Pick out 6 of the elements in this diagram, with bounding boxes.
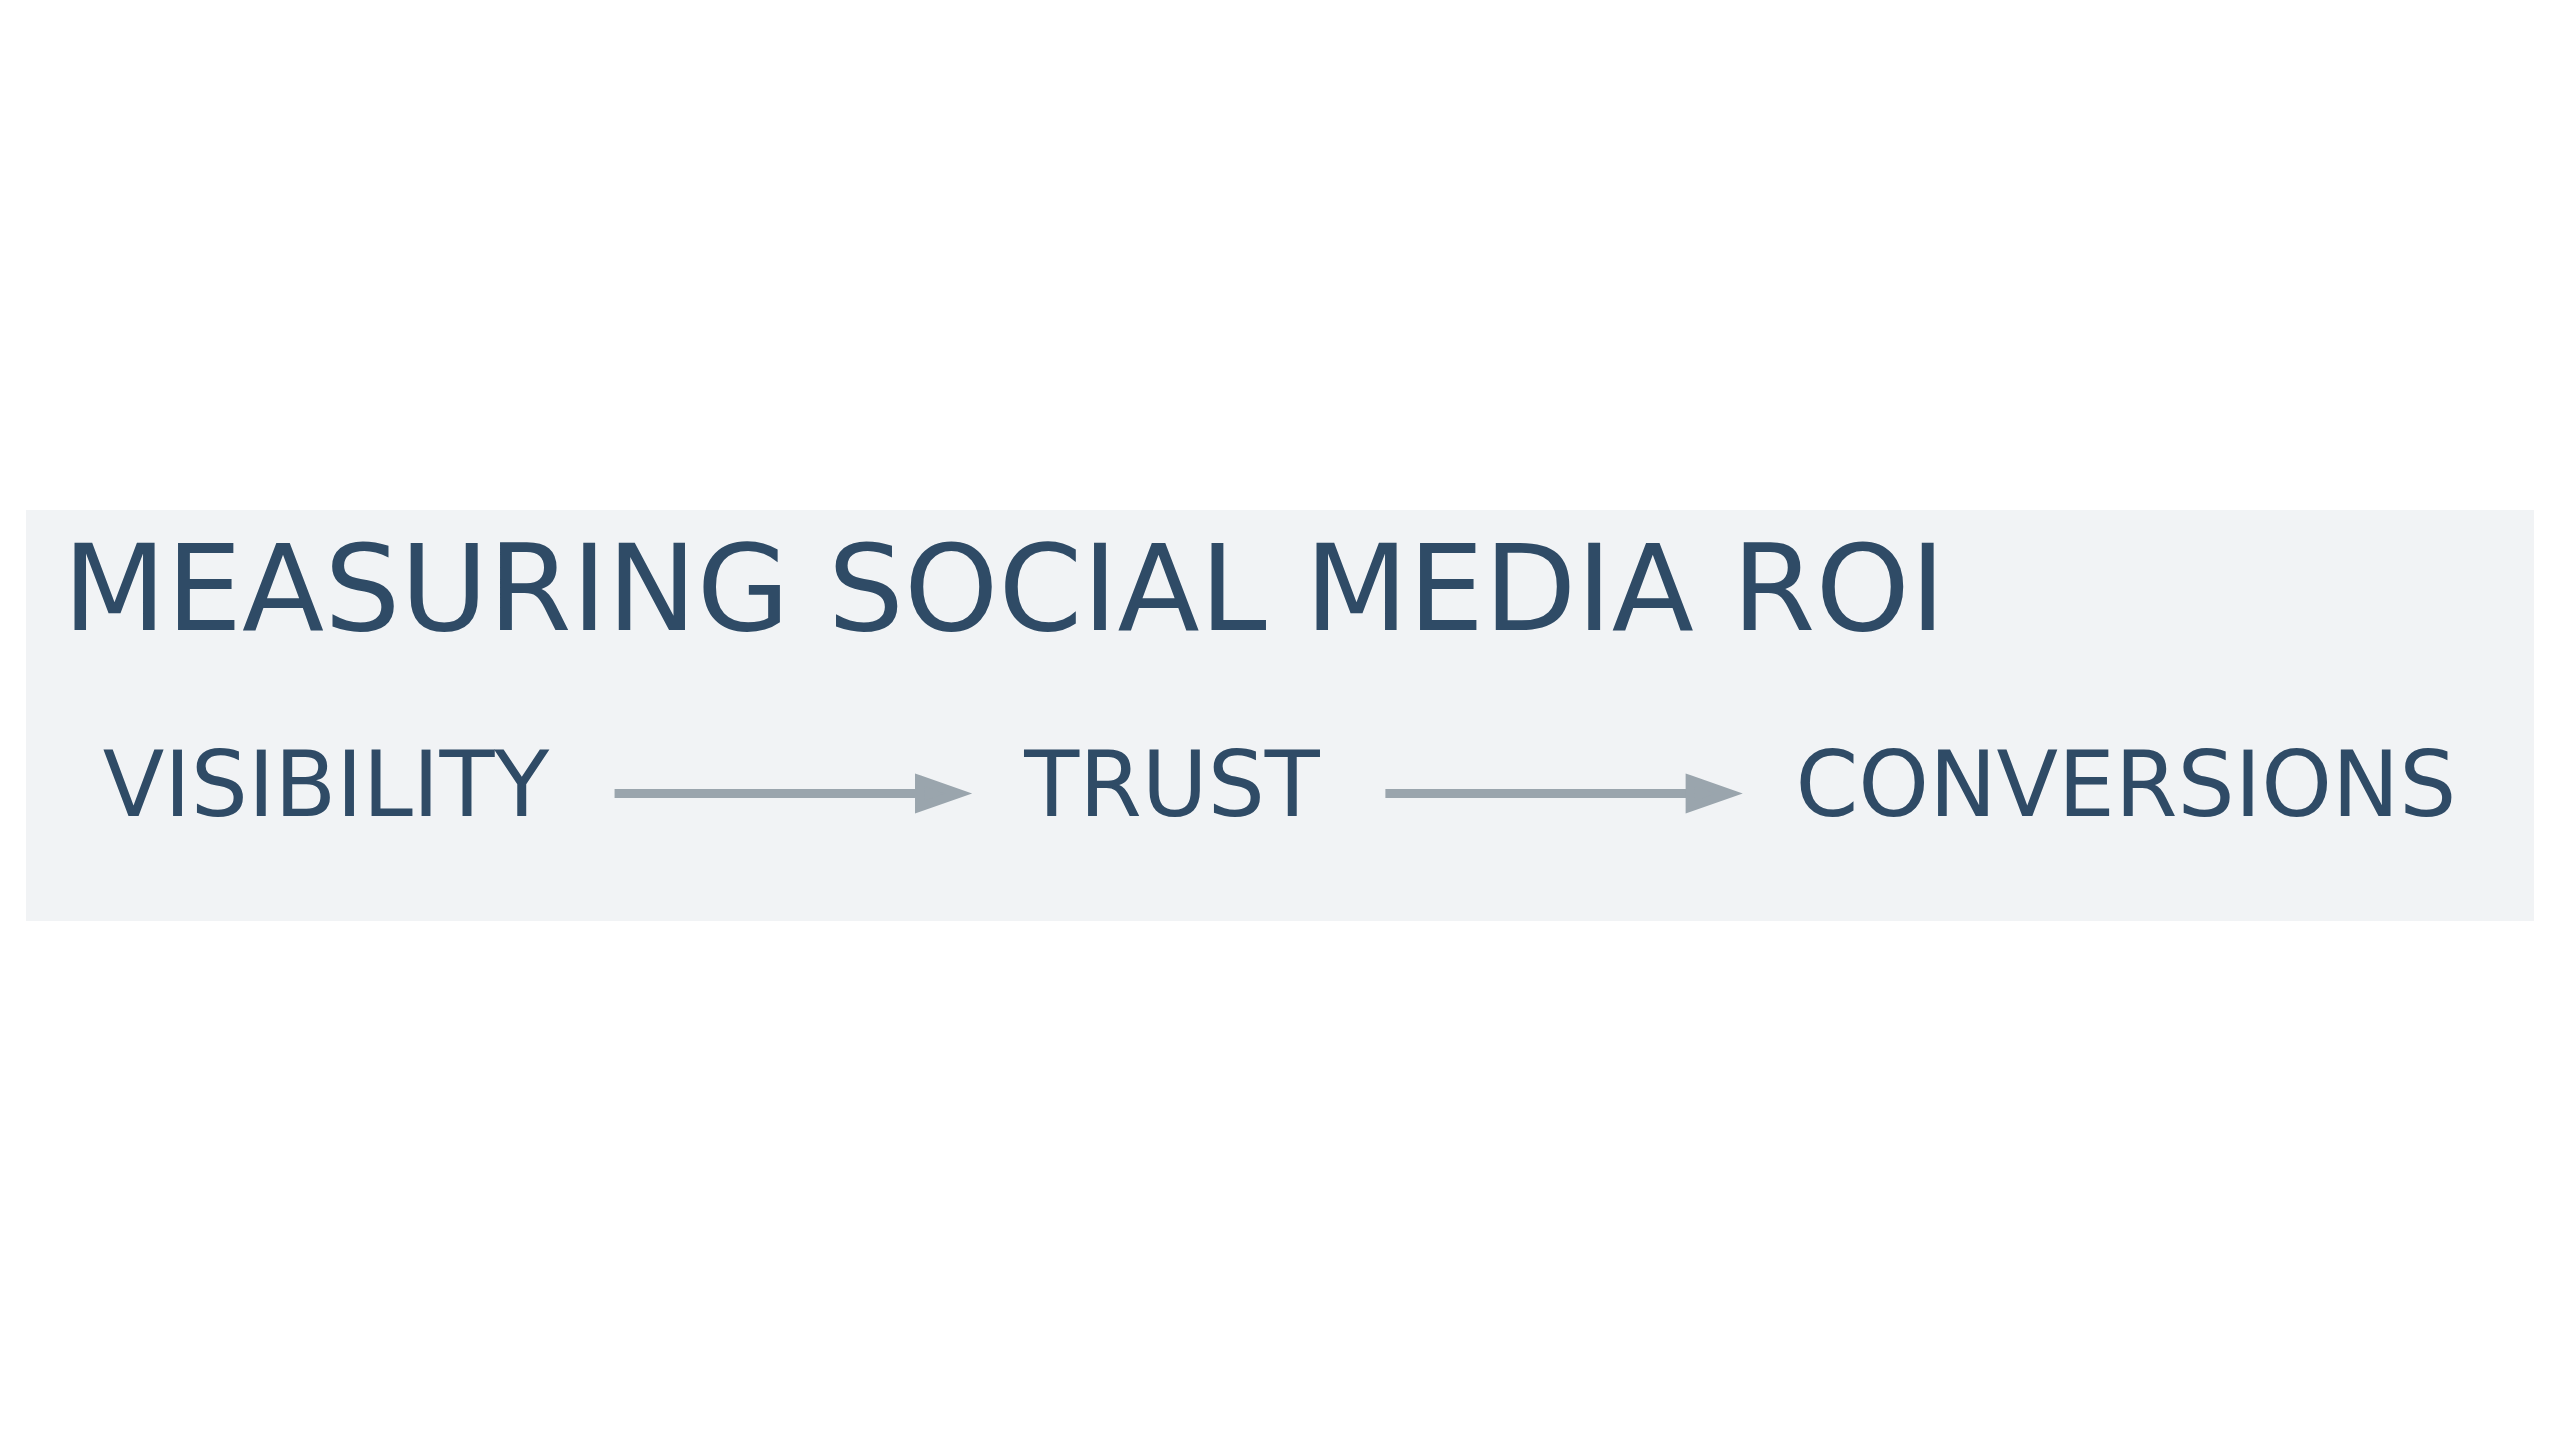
node-text: TRUST <box>1024 732 1320 837</box>
arrow <box>1385 773 1743 814</box>
diagram-title: MEASURING SOCIAL MEDIA ROI <box>62 519 1946 658</box>
arrow <box>614 773 973 814</box>
node-text: CONVERSIONS <box>1795 732 2457 837</box>
node-text: VISIBILITY <box>102 732 550 837</box>
